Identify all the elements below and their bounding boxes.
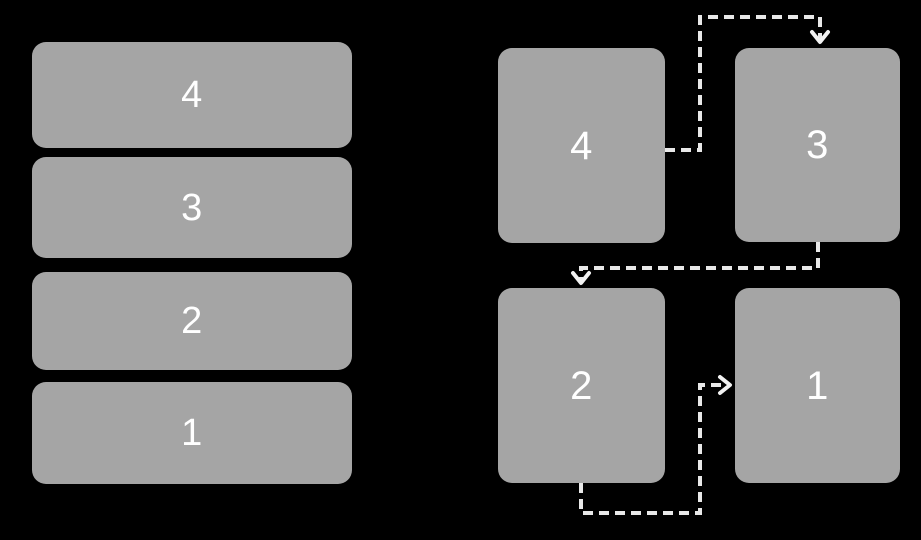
- grid-node-3[interactable]: 3: [735, 48, 900, 242]
- stack-node-3[interactable]: 3: [32, 157, 352, 258]
- grid-node-4-label: 4: [570, 123, 593, 168]
- stack-node-2-label: 2: [181, 300, 203, 342]
- arrowhead-down-icon-into-3: [810, 30, 830, 44]
- connector-3-to-2-line: [579, 242, 820, 281]
- grid-node-3-label: 3: [806, 123, 829, 167]
- grid-node-1-label: 1: [806, 363, 829, 408]
- grid-flow-panel: 4 3 2 1: [460, 0, 921, 540]
- grid-node-1[interactable]: 1: [735, 288, 900, 483]
- grid-node-2[interactable]: 2: [498, 288, 665, 483]
- stack-node-4-label: 4: [181, 74, 203, 116]
- stack-node-3-label: 3: [181, 186, 203, 229]
- arrowhead-right-icon-into-1: [718, 375, 732, 395]
- grid-node-2-label: 2: [570, 363, 593, 408]
- stacked-list-panel: 4 3 2 1: [0, 0, 460, 540]
- stack-node-1-label: 1: [181, 412, 203, 454]
- stack-node-2[interactable]: 2: [32, 272, 352, 370]
- grid-node-4[interactable]: 4: [498, 48, 665, 243]
- arrowhead-down-icon-into-2: [571, 271, 591, 285]
- stack-node-4[interactable]: 4: [32, 42, 352, 148]
- stack-node-1[interactable]: 1: [32, 382, 352, 484]
